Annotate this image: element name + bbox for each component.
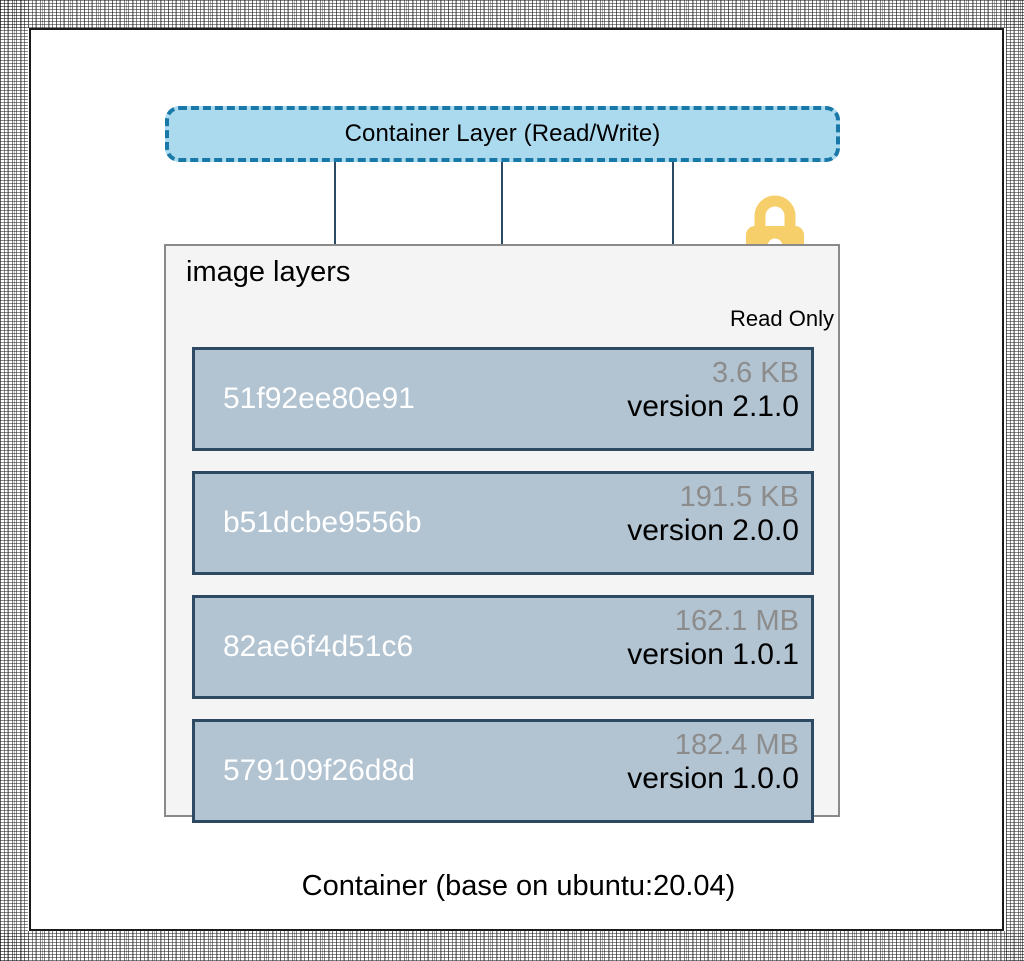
- diagram-canvas: Container Layer (Read/Write) image layer…: [29, 28, 1004, 931]
- layer-meta: 191.5 KB version 2.0.0: [627, 481, 799, 548]
- diagram-caption: Container (base on ubuntu:20.04): [301, 870, 736, 902]
- arrow-down-2: [501, 162, 503, 277]
- layer-version: version 1.0.0: [627, 762, 799, 796]
- read-only-label: Read Only: [730, 306, 834, 331]
- layer-hash: 579109f26d8d: [223, 754, 415, 787]
- layer-version: version 1.0.1: [627, 638, 799, 672]
- noise-border-right: [1006, 0, 1024, 961]
- layer-size: 191.5 KB: [679, 481, 799, 513]
- noise-border-left: [0, 0, 28, 961]
- container-layer-box[interactable]: Container Layer (Read/Write): [165, 106, 840, 162]
- layer-size: 162.1 MB: [674, 605, 799, 637]
- layer-size: 3.6 KB: [711, 357, 799, 389]
- noise-border-bottom: [0, 931, 1024, 961]
- layer-meta: 3.6 KB version 2.1.0: [627, 357, 799, 424]
- layer-meta: 162.1 MB version 1.0.1: [627, 605, 799, 672]
- layer-hash: 51f92ee80e91: [223, 382, 415, 415]
- image-layer-list: 51f92ee80e91 3.6 KB version 2.1.0 b51dcb…: [192, 347, 814, 823]
- image-layers-title: image layers: [186, 256, 351, 288]
- layer-hash: 82ae6f4d51c6: [223, 630, 414, 663]
- arrow-down-3: [672, 162, 674, 277]
- container-layer-label: Container Layer (Read/Write): [344, 120, 661, 147]
- layer-size: 182.4 MB: [674, 729, 799, 761]
- noise-border-top: [0, 0, 1024, 28]
- image-layer-row[interactable]: 82ae6f4d51c6 162.1 MB version 1.0.1: [192, 595, 814, 699]
- image-layer-row[interactable]: 579109f26d8d 182.4 MB version 1.0.0: [192, 719, 814, 823]
- image-layer-row[interactable]: b51dcbe9556b 191.5 KB version 2.0.0: [192, 471, 814, 575]
- layer-meta: 182.4 MB version 1.0.0: [627, 729, 799, 796]
- image-layers-panel: image layers Read Only 51f92ee80e91 3.6 …: [164, 244, 840, 823]
- layer-hash: b51dcbe9556b: [223, 506, 422, 539]
- image-layer-row[interactable]: 51f92ee80e91 3.6 KB version 2.1.0: [192, 347, 814, 451]
- arrow-down-1: [334, 162, 336, 277]
- layer-version: version 2.1.0: [627, 390, 799, 424]
- layer-version: version 2.0.0: [627, 514, 799, 548]
